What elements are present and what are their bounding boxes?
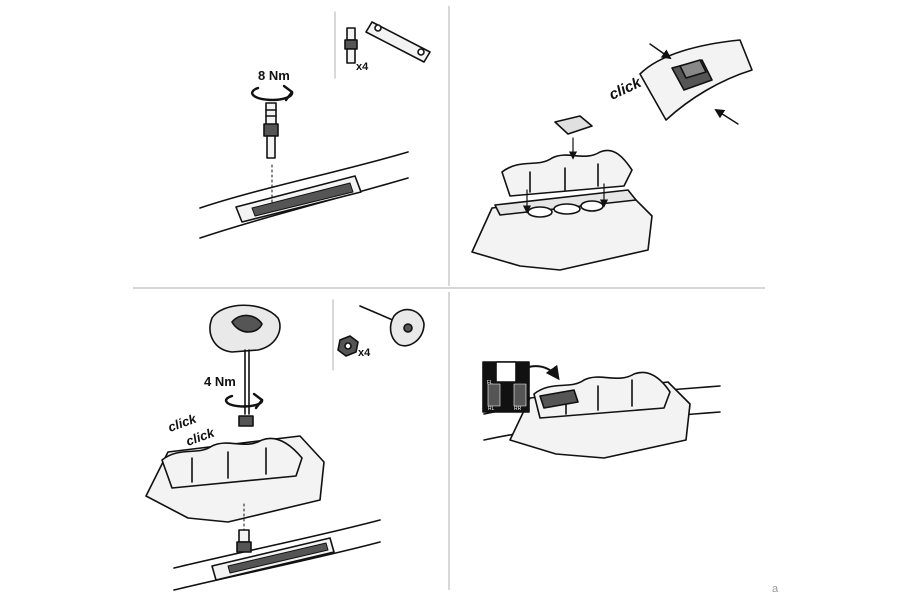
sticker-label-fl: FL <box>487 380 493 386</box>
foot-hole-left <box>527 206 553 218</box>
quantity-label: x4 <box>356 61 369 73</box>
panel-step-3 <box>145 299 425 591</box>
bolt-icon-2 <box>236 529 252 553</box>
panel-grid <box>133 6 765 590</box>
slot-plate <box>251 182 354 217</box>
label-slot <box>539 389 579 409</box>
stud-bolt-icon <box>344 27 358 64</box>
roof-rail-lower <box>199 177 409 239</box>
corner-mark: a <box>772 583 779 595</box>
sticker-label-rl: RL <box>488 406 495 412</box>
torque-key-icon <box>359 305 425 347</box>
rotation-arrow-icon <box>251 84 294 102</box>
click-detail-inset <box>639 39 753 125</box>
position-sticker-icon <box>482 361 530 413</box>
clip-icon <box>554 115 593 135</box>
click-label: click <box>607 74 645 104</box>
press-arrow-bottom <box>714 108 739 125</box>
press-arrow-top <box>649 43 672 60</box>
panel-step-1 <box>199 11 431 239</box>
rotation-arrow-icon-2 <box>224 392 264 410</box>
torque-label: 8 Nm <box>258 68 290 83</box>
roof-rail-2 <box>173 519 381 569</box>
nut-icon-small <box>337 335 359 357</box>
panel-step-4 <box>482 361 721 459</box>
quantity-label-2: x4 <box>358 347 371 359</box>
nut-icon <box>238 415 254 427</box>
foot-hole-center <box>553 203 581 215</box>
panel-step-2 <box>471 39 753 271</box>
sticker-label-rr: RR <box>514 406 522 412</box>
roof-rail <box>199 151 409 209</box>
foot-pad <box>501 149 633 197</box>
foot-hole-right <box>580 200 604 212</box>
mounting-plate-icon <box>365 21 431 63</box>
bolt-icon <box>263 102 279 159</box>
torque-label-2: 4 Nm <box>204 374 236 389</box>
